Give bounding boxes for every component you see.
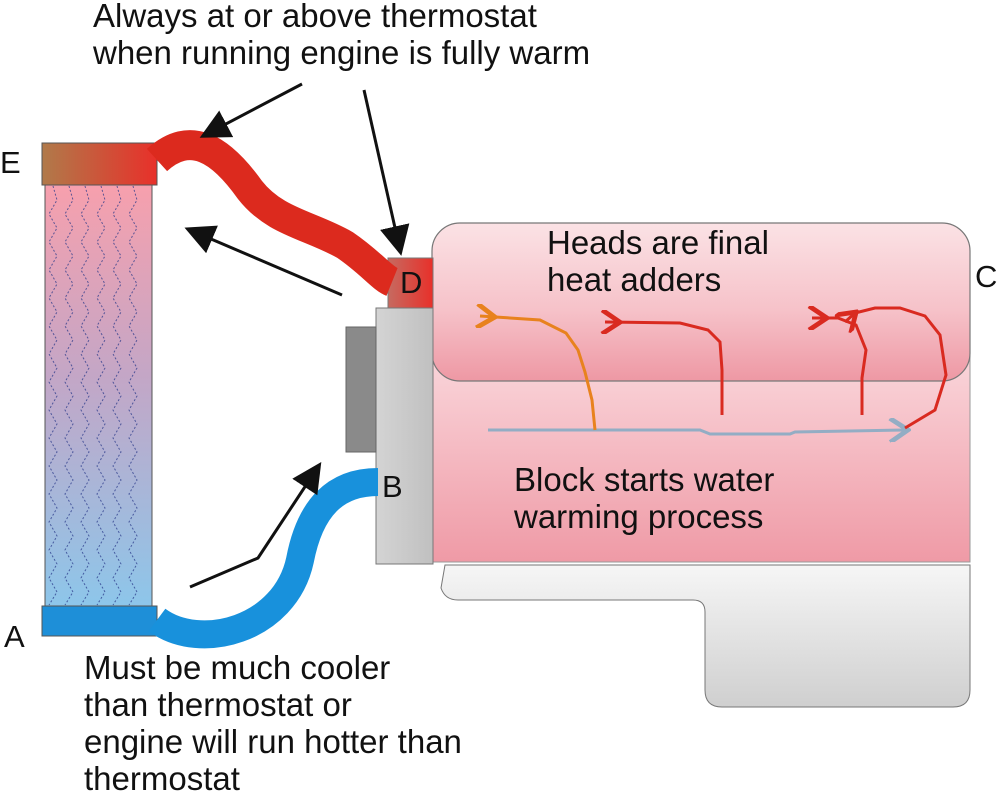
upper-hose [146,130,399,296]
radiator-fin-line [96,185,106,606]
annotation-arrows [184,82,410,589]
point-label-d: D [400,265,423,300]
bottom-caption-line-2: than thermostat or [84,685,352,723]
head-flow-line-2 [812,318,868,415]
arrow-return-to-radiator [184,225,343,297]
radiator-fin-line [48,185,58,606]
top-caption-line-2: when running engine is fully warm [93,33,591,71]
top-caption: Always at or above thermostat when runni… [93,0,590,72]
top-caption-line-1: Always at or above thermostat [93,0,537,34]
point-label-c: C [975,259,998,294]
head-flow-line-1 [605,322,724,415]
block-flow-line [488,430,905,434]
block-caption-line-1: Block starts water [514,461,775,498]
head-flow-line-3 [845,306,948,430]
arrow-to-thermostat [362,89,410,256]
bottom-caption: Must be much cooler than thermostat or e… [84,649,462,798]
front-housing [375,307,434,565]
radiator-fins [48,185,138,606]
radiator-fin-line [80,185,90,606]
heads-caption-line-2: heat adders [547,260,722,298]
coolant-flow [480,306,948,434]
radiator-fin-line [112,185,122,606]
block-caption-line-2: warming process [514,497,764,535]
lower-hose [148,468,379,649]
arrow-to-water-pump [189,461,322,589]
engine [345,222,971,708]
block-caption: Block starts water warming process [514,461,775,536]
transition-flow-line [480,316,597,431]
heads-caption: Heads are final heat adders [547,224,769,299]
point-label-b: B [382,469,403,504]
point-label-e: E [0,145,21,180]
radiator-fin-line [128,185,138,606]
water-pump [345,326,377,453]
oil-pan [440,564,971,708]
thermostat-housing [387,257,434,309]
radiator-core [44,184,153,607]
bottom-caption-line-4: thermostat [84,759,240,797]
radiator-fin-line [64,185,74,606]
heads-caption-line-1: Heads are final [547,224,769,261]
radiator [41,142,158,637]
point-label-a: A [4,619,25,654]
radiator-top-tank [41,142,158,186]
arrow-to-upper-hose [199,82,303,138]
radiator-bottom-tank [41,605,158,637]
bottom-caption-line-1: Must be much cooler [84,649,391,686]
bottom-caption-line-3: engine will run hotter than [84,722,462,760]
